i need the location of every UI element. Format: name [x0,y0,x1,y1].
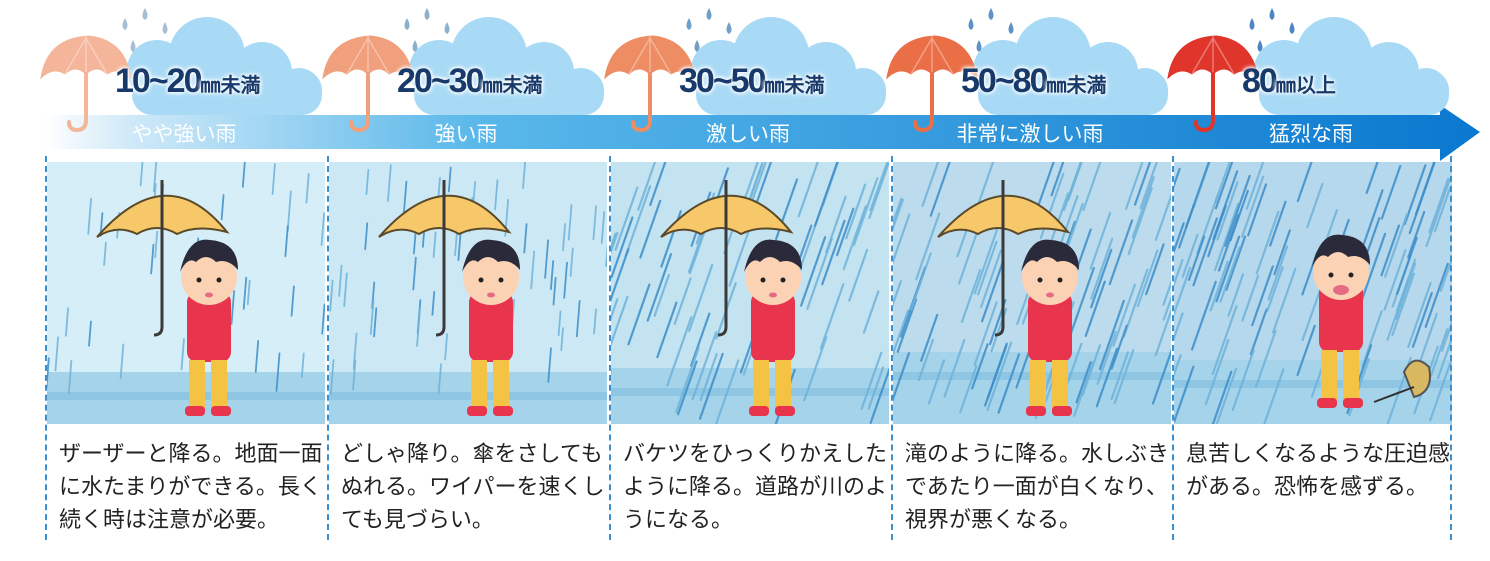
boy-figure [660,180,802,416]
rain-scene [611,162,889,424]
rainfall-amount-number: 30~50 [679,62,766,100]
column-divider [1172,156,1174,540]
rain-level-label: 非常に激しい雨 [956,122,1104,146]
rain-level-description: 滝のように降る。水しぶきであたり一面が白くなり、視界が悪くなる。 [905,442,1170,533]
rainfall-amount: 50~80㎜未満 [961,62,1107,101]
rainfall-amount-unit: ㎜未満 [482,75,543,97]
rainfall-amount: 80㎜以上 [1242,62,1336,101]
cloud-icon [322,8,604,133]
rain-level-description: 息苦しくなるような圧迫感がある。恐怖を感ずる。 [1186,442,1451,500]
cloud-icon [886,8,1168,133]
rain-level-column [601,0,886,561]
rain-scene [329,162,607,424]
rain-scene [1174,162,1452,424]
rain-level-column [1164,0,1449,561]
column-divider [1450,156,1452,540]
rainfall-amount-unit: ㎜未満 [200,75,261,97]
rainfall-amount-unit: ㎜未満 [764,75,825,97]
rain-scene [47,162,325,424]
rainfall-amount: 20~30㎜未満 [397,62,543,101]
rainfall-amount-number: 80 [1242,62,1278,100]
rain-level-description: ザーザーと降る。地面一面に水たまりができる。長く続く時は注意が必要。 [59,442,323,533]
umbrella-icon [604,35,696,133]
umbrella-icon [40,35,132,133]
rainfall-amount: 30~50㎜未満 [679,62,825,101]
column-divider [609,156,611,540]
boy-figure [96,180,238,416]
rain-scene [893,162,1171,424]
rain-level-column [883,0,1168,561]
column-divider [327,156,329,540]
cloud-icon [1167,8,1449,133]
cloud-icon [40,8,322,133]
rain-level-label: 激しい雨 [706,122,790,146]
umbrella-icon [886,35,978,133]
cloud-icon [604,8,886,133]
boy-figure [1312,234,1431,408]
rainfall-amount-number: 10~20 [115,62,202,100]
rain-level-label: 猛烈な雨 [1269,122,1353,146]
intensity-arrow [45,105,1480,161]
rain-level-description: バケツをひっくりかえしたように降る。道路が川のようになる。 [623,442,888,533]
rainfall-amount-number: 20~30 [397,62,484,100]
rain-illustration [329,162,607,424]
rain-level-description: どしゃ降り。傘をさしてもぬれる。ワイパーを速くしても見づらい。 [341,442,605,533]
boy-figure [937,180,1079,416]
rain-illustration [893,162,1171,424]
rain-illustration [1174,162,1452,424]
rain-level-label: 強い雨 [434,122,498,146]
umbrella-icon [1167,35,1259,133]
boy-figure [378,180,520,416]
column-divider [891,156,893,540]
column-divider [45,156,47,540]
umbrella-icon [322,35,414,133]
rain-level-label: やや強い雨 [131,122,237,146]
rain-level-column [319,0,604,561]
rainfall-amount-unit: ㎜以上 [1275,75,1336,97]
rainfall-amount-unit: ㎜未満 [1046,75,1107,97]
rain-illustration [47,162,325,424]
rainfall-amount-number: 50~80 [961,62,1048,100]
rain-level-column [37,0,322,561]
rain-illustration [611,162,889,424]
rainfall-amount: 10~20㎜未満 [115,62,261,101]
